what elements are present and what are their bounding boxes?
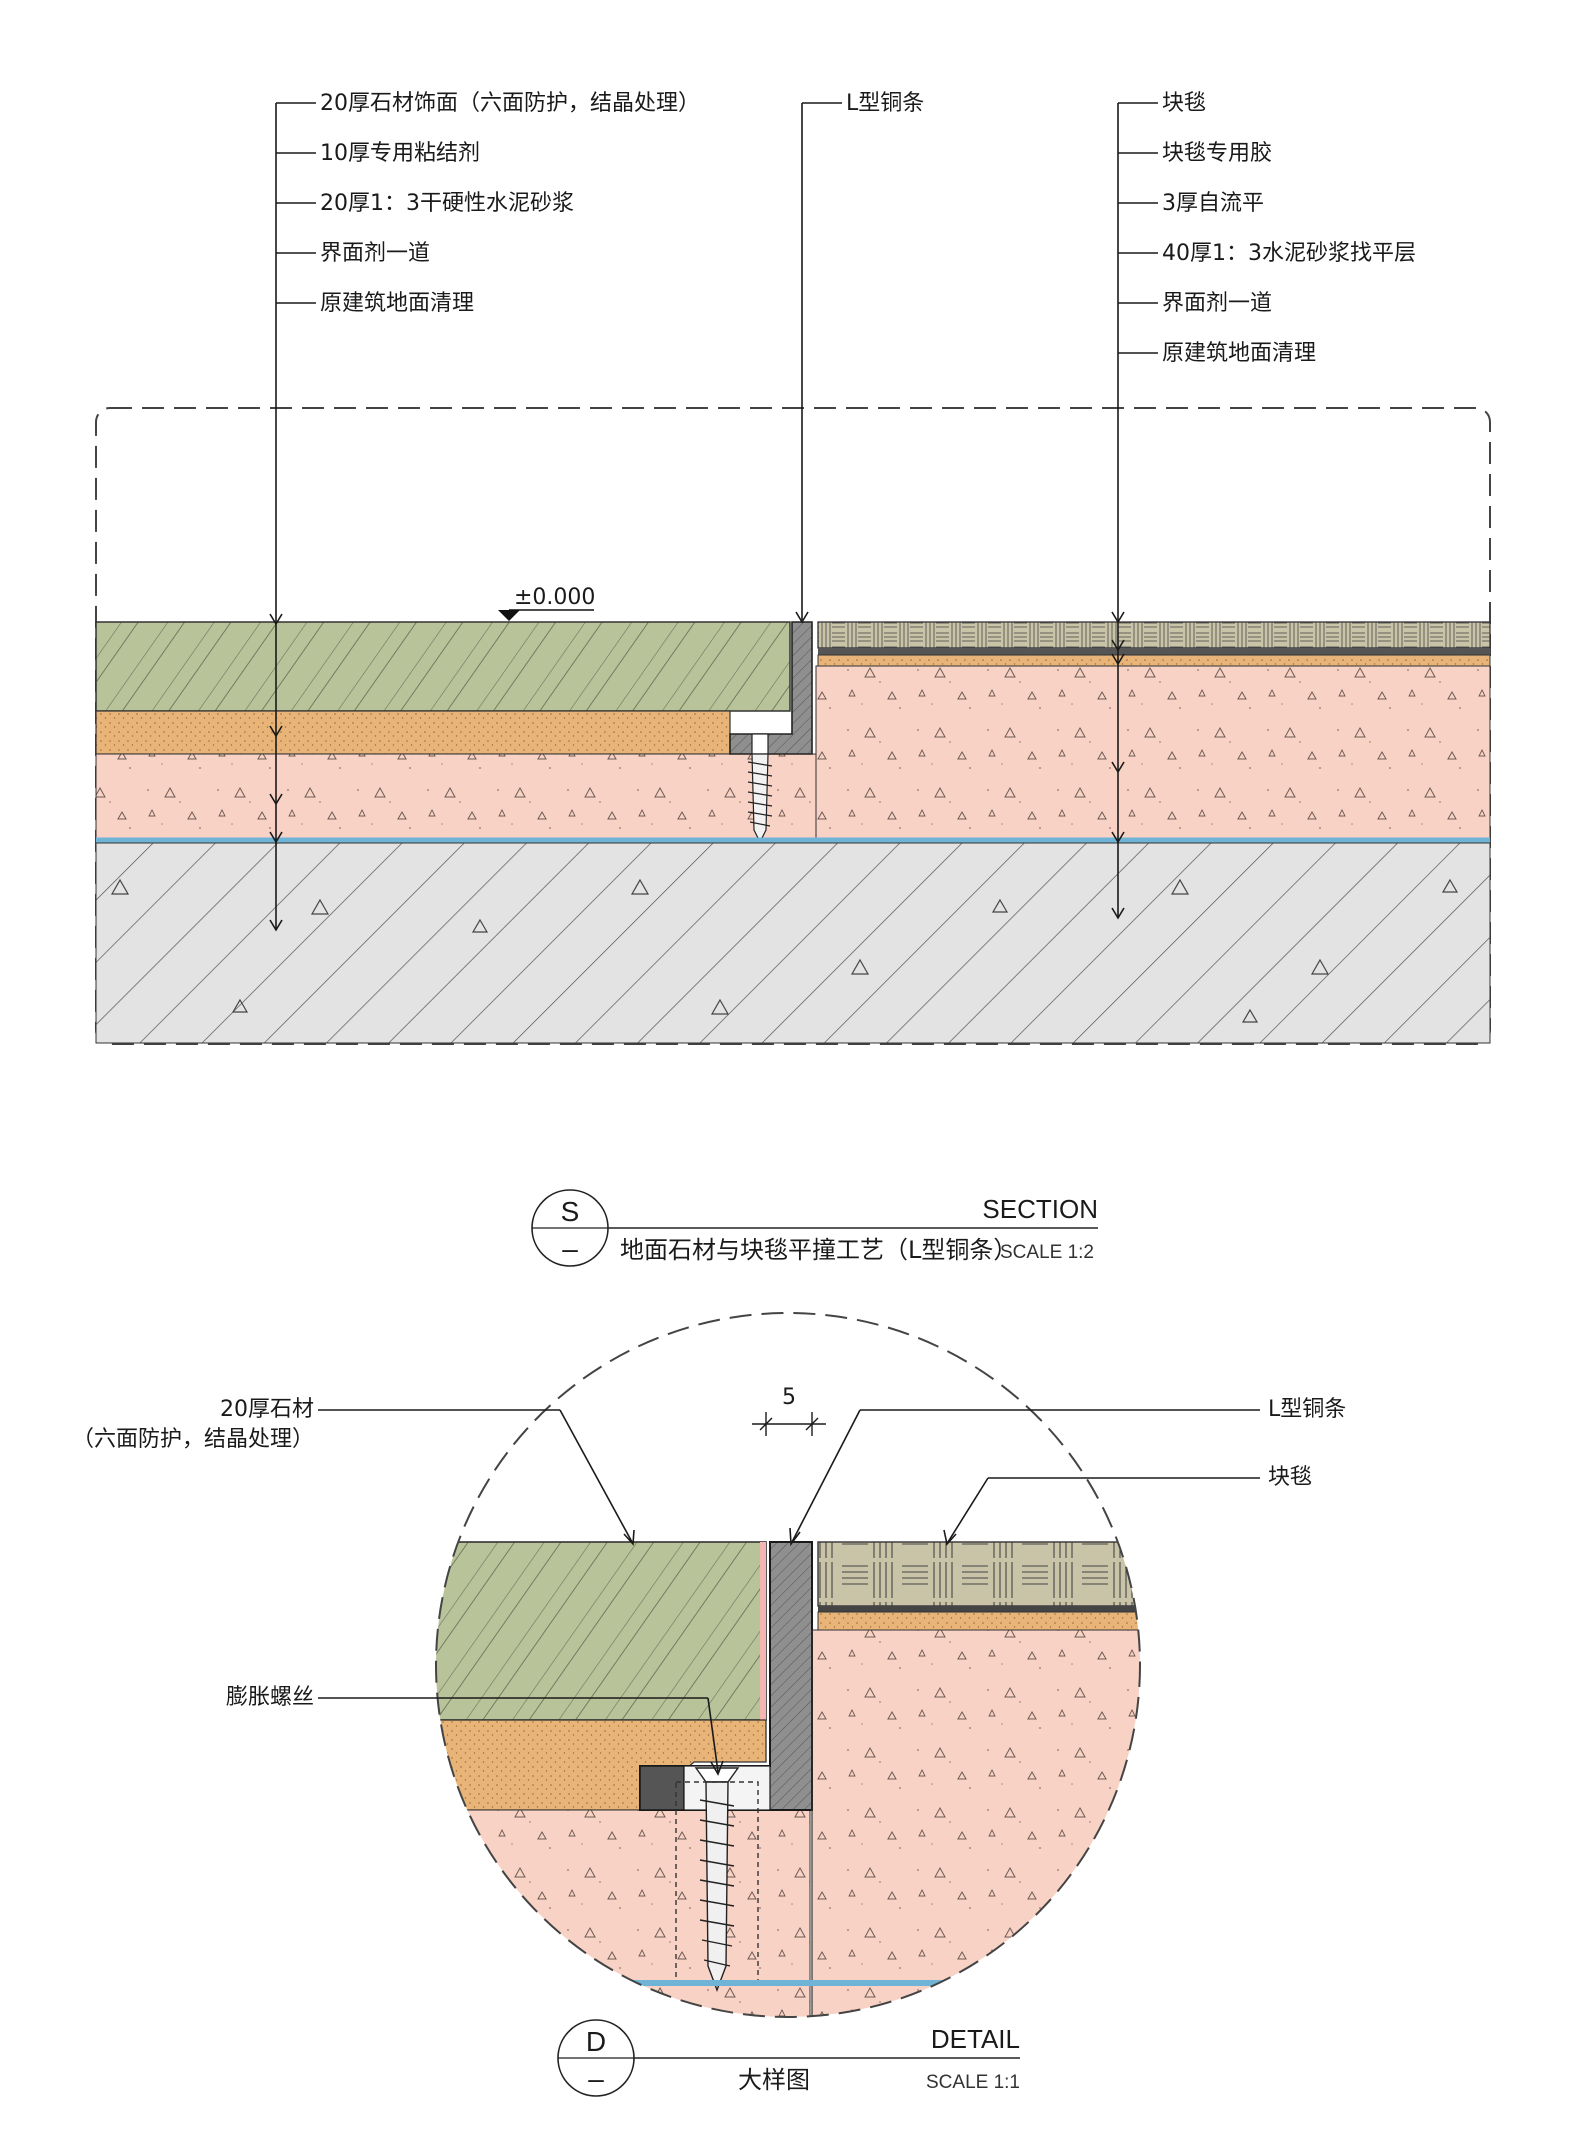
detail-title-block: D – DETAIL 大样图 SCALE 1:1 bbox=[557, 2019, 1020, 2097]
detail-tag-letter: D bbox=[586, 2026, 606, 2057]
detail-label-carpet: 块毯 bbox=[1268, 1465, 1312, 1490]
leveling-mortar-right bbox=[815, 665, 1491, 839]
concrete-aggregate bbox=[110, 878, 1459, 1023]
detail-leaders bbox=[318, 1409, 1260, 1776]
left-leader bbox=[269, 102, 316, 932]
right-label-4: 40厚1：3水泥砂浆找平层 bbox=[1162, 241, 1416, 266]
right-label-2: 块毯专用胶 bbox=[1162, 141, 1272, 166]
detail-title-en: DETAIL bbox=[931, 2024, 1020, 2054]
section-screw bbox=[747, 733, 773, 844]
detail-label-screw: 膨胀螺丝 bbox=[226, 1685, 314, 1710]
detail-label-copper: L型铜条 bbox=[1268, 1397, 1346, 1422]
right-leader bbox=[1111, 102, 1158, 920]
detail-mortar-right bbox=[811, 1629, 1140, 2017]
elevation-mark: ±0.000 bbox=[498, 585, 595, 621]
detail-label-stone-2: （六面防护，结晶处理） bbox=[72, 1427, 314, 1452]
section-title-en: SECTION bbox=[982, 1194, 1098, 1224]
left-label-2: 10厚专用粘结剂 bbox=[320, 141, 480, 166]
self-leveling-layer bbox=[817, 654, 1491, 667]
detail-dashed-circle bbox=[435, 1312, 1141, 2018]
carpet-glue-layer bbox=[818, 648, 1490, 655]
detail-mortar-left bbox=[436, 1809, 811, 2017]
elevation-text: ±0.000 bbox=[514, 585, 595, 610]
dimension-text: 5 bbox=[782, 1385, 796, 1410]
section-title-block: S – SECTION 地面石材与块毯平撞工艺（L型铜条） SCALE 1:2 bbox=[531, 1189, 1098, 1267]
detail-scale: SCALE 1:1 bbox=[926, 2072, 1020, 2093]
detail-screw bbox=[675, 1767, 759, 1992]
detail-label-stone-1: 20厚石材 bbox=[220, 1397, 314, 1422]
copper-l-strip bbox=[729, 621, 813, 755]
right-label-3: 3厚自流平 bbox=[1162, 191, 1264, 216]
detail-tag-sub: – bbox=[588, 2063, 604, 2094]
section-scale: SCALE 1:2 bbox=[1000, 1242, 1094, 1263]
section-tag-letter: S bbox=[561, 1196, 580, 1227]
concrete-slab bbox=[95, 842, 1491, 1044]
section-tag-sub: – bbox=[562, 1233, 578, 1264]
stone-layer bbox=[95, 621, 791, 712]
carpet-layer bbox=[817, 621, 1491, 649]
adhesive-layer bbox=[95, 710, 731, 755]
detail-title-cn: 大样图 bbox=[738, 2066, 810, 2094]
left-label-3: 20厚1：3干硬性水泥砂浆 bbox=[320, 191, 574, 216]
right-label-1: 块毯 bbox=[1162, 91, 1206, 116]
section-drawing: ±0.000 20厚石材饰面（六面防护，结晶处理） 10厚专用粘结剂 20厚1：… bbox=[95, 91, 1491, 1045]
middle-label: L型铜条 bbox=[846, 91, 924, 116]
left-label-1: 20厚石材饰面（六面防护，结晶处理） bbox=[320, 91, 700, 116]
right-label-6: 原建筑地面清理 bbox=[1162, 341, 1316, 366]
middle-leader bbox=[795, 102, 842, 624]
right-label-5: 界面剂一道 bbox=[1162, 291, 1272, 316]
detail-carpet bbox=[817, 1541, 1140, 1607]
dry-mortar-left bbox=[95, 753, 817, 839]
left-label-4: 界面剂一道 bbox=[320, 241, 430, 266]
detail-stone bbox=[436, 1541, 767, 1721]
section-title-cn: 地面石材与块毯平撞工艺（L型铜条） bbox=[620, 1236, 1017, 1264]
detail-drawing: 5 20厚石材 （六面防护，结晶处理） L型铜条 块毯 膨胀螺丝 bbox=[72, 1312, 1346, 2018]
left-label-5: 原建筑地面清理 bbox=[320, 291, 474, 316]
section-dashed-frame bbox=[95, 407, 1491, 1045]
dimension-5 bbox=[752, 1412, 826, 1436]
